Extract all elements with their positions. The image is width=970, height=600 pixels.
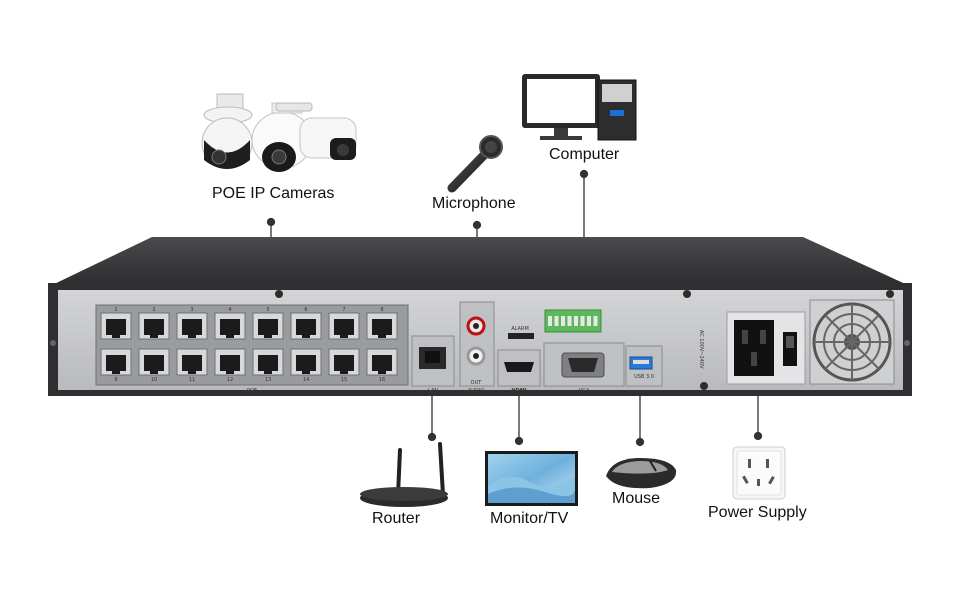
audio-section	[459, 301, 495, 387]
lan-label: LAN	[428, 388, 438, 394]
alarm-pin	[554, 316, 559, 326]
poe-port-socket	[372, 319, 392, 338]
computer-connector-dot	[579, 169, 589, 179]
poe-port-socket	[106, 355, 126, 374]
alarm-pin	[561, 316, 565, 326]
poe-port-number: 9	[114, 377, 117, 383]
poe-port-socket	[144, 355, 164, 374]
alarm-pin	[548, 316, 552, 326]
mouse-label: Mouse	[612, 490, 661, 507]
vga-label: VGA	[579, 388, 590, 394]
monitor-icon	[485, 451, 578, 506]
poe-cameras-icon	[201, 93, 357, 172]
router-label: Router	[372, 510, 421, 527]
hdmi-port-icon	[504, 362, 534, 372]
usb-label: USB 3.0	[634, 374, 654, 380]
monitor-label: Monitor/TV	[490, 510, 569, 527]
monitor-connector-dot	[514, 436, 524, 446]
lan-port-socket	[425, 351, 440, 363]
poe-port-socket	[372, 355, 392, 374]
screw-icon	[50, 340, 56, 346]
poe-port-number: 12	[227, 377, 233, 383]
poe-port-number: 7	[342, 307, 345, 313]
screw-icon	[700, 382, 708, 390]
poe-port-number: 5	[266, 307, 269, 313]
poe-port-number: 8	[380, 307, 383, 313]
computer-icon	[522, 74, 637, 141]
power-supply-label: Power Supply	[708, 504, 807, 521]
alarm-terminal-icon	[544, 309, 602, 333]
screw-icon	[904, 340, 910, 346]
poe-port-number: 2	[152, 307, 155, 313]
poe-port-socket	[106, 319, 126, 338]
alarm-pins	[548, 316, 598, 326]
screw-icon	[886, 290, 894, 298]
poe-port-number: 15	[341, 377, 347, 383]
alarm-bar	[508, 333, 534, 339]
poe-port-number: 1	[114, 307, 117, 313]
poe-label: POE	[247, 388, 257, 394]
nvr-top-cover	[48, 237, 912, 287]
poe-port-socket	[334, 355, 354, 374]
poe-port-number: 10	[151, 377, 157, 383]
fan-icon	[809, 299, 895, 385]
camera-connector-dot	[266, 217, 276, 227]
poe-port-socket	[258, 355, 278, 374]
microphone-label: Microphone	[432, 195, 516, 212]
poe-port-number: 3	[190, 307, 193, 313]
poe-port-socket	[296, 355, 316, 374]
microphone-connector-dot	[472, 220, 482, 230]
poe-port-socket	[296, 319, 316, 338]
poe-port-socket	[258, 319, 278, 338]
poe-port-socket	[220, 355, 240, 374]
poe-port-socket	[144, 319, 164, 338]
poe-port-socket	[334, 319, 354, 338]
screw-icon	[683, 290, 691, 298]
alarm-pin	[593, 316, 598, 326]
mouse-connector-dot	[635, 437, 645, 447]
poe-port-socket	[182, 355, 202, 374]
poe-port-socket	[220, 319, 240, 338]
poe-port-number: 14	[303, 377, 309, 383]
audio-out-label: OUT	[471, 380, 483, 386]
hdmi-label: HDMI	[511, 388, 526, 394]
poe-port-number: 6	[304, 307, 307, 313]
poe-port-socket	[182, 319, 202, 338]
ac-label: AC 100V~240V	[698, 330, 704, 369]
poe-port-number: 16	[379, 377, 385, 383]
poe-cameras-label: POE IP Cameras	[212, 185, 335, 202]
audio-label: AUDIO	[468, 388, 484, 394]
power-socket-icon	[734, 320, 774, 376]
power-outlet-icon	[732, 446, 786, 500]
poe-port-number: 11	[189, 377, 195, 383]
alarm-pin	[580, 316, 585, 326]
screw-icon	[275, 290, 283, 298]
mouse-icon	[606, 458, 677, 489]
router-icon	[360, 442, 448, 507]
poe-port-number: 13	[265, 377, 271, 383]
poe-port-number: 4	[228, 307, 231, 313]
router-connector-dot	[427, 432, 437, 442]
alarm-pin	[567, 316, 572, 326]
microphone-icon	[447, 135, 503, 193]
power-connector-dot	[753, 431, 763, 441]
alarm-pin	[587, 316, 591, 326]
alarm-pin	[574, 316, 578, 326]
alarm-label: ALARM	[511, 326, 529, 332]
computer-label: Computer	[549, 146, 620, 163]
